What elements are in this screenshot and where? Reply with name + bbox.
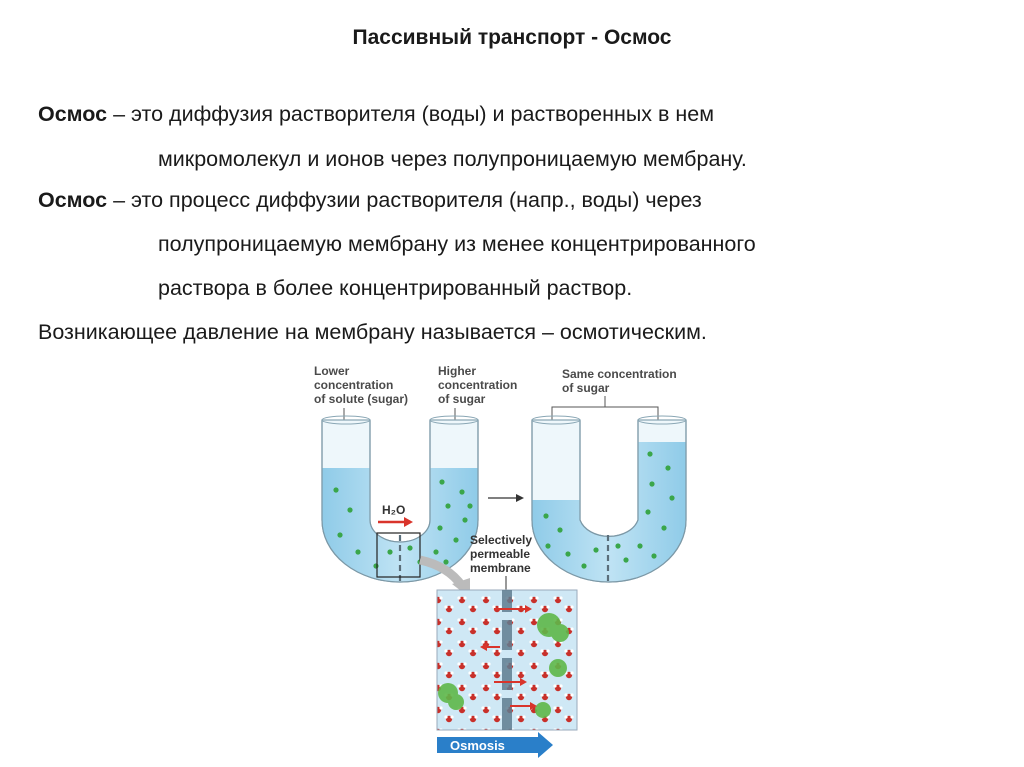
definition-2-continuation-1: полупроницаемую мембрану из менее концен…: [158, 232, 756, 256]
svg-text:of sugar: of sugar: [438, 392, 486, 406]
definition-text: – это диффузия растворителя (воды) и рас…: [107, 102, 715, 126]
definition-2-continuation-2: раствора в более концентрированный раств…: [158, 276, 633, 300]
transition-arrow: [488, 494, 524, 502]
svg-text:membrane: membrane: [470, 561, 531, 575]
definition-1: Осмос – это диффузия растворителя (воды)…: [38, 102, 715, 126]
membrane-closeup: [436, 589, 578, 731]
svg-text:Osmosis: Osmosis: [450, 738, 505, 753]
pressure-note: Возникающее давление на мембрану называе…: [38, 320, 707, 344]
label-same-concentration: Same concentration of sugar: [562, 367, 677, 395]
svg-text:of solute (sugar): of solute (sugar): [314, 392, 408, 406]
osmosis-arrow: Osmosis: [437, 732, 553, 758]
definition-term: Осмос: [38, 188, 108, 212]
h2o-arrow: H₂O: [378, 503, 413, 527]
svg-text:H₂O: H₂O: [382, 503, 405, 517]
u-tube-after: [531, 415, 687, 583]
svg-text:Higher: Higher: [438, 364, 476, 378]
label-membrane: Selectively permeable membrane: [470, 533, 532, 575]
u-tube-before: [321, 415, 479, 583]
definition-text: – это процесс диффузии растворителя (нап…: [107, 188, 702, 212]
slide-title: Пассивный транспорт - Осмос: [352, 26, 672, 49]
definition-term: Осмос: [38, 102, 108, 126]
label-higher-concentration: Higher concentration of sugar: [438, 364, 517, 406]
definition-1-continuation: микромолекул и ионов через полупроницаем…: [158, 147, 747, 171]
svg-text:concentration: concentration: [314, 378, 393, 392]
definition-2: Осмос – это процесс диффузии растворител…: [38, 188, 702, 212]
svg-text:Same concentration: Same concentration: [562, 367, 677, 381]
svg-text:of sugar: of sugar: [562, 381, 610, 395]
svg-text:Lower: Lower: [314, 364, 350, 378]
svg-text:concentration: concentration: [438, 378, 517, 392]
svg-text:permeable: permeable: [470, 547, 530, 561]
label-lower-concentration: Lower concentration of solute (sugar): [314, 364, 408, 406]
svg-text:Selectively: Selectively: [470, 533, 532, 547]
